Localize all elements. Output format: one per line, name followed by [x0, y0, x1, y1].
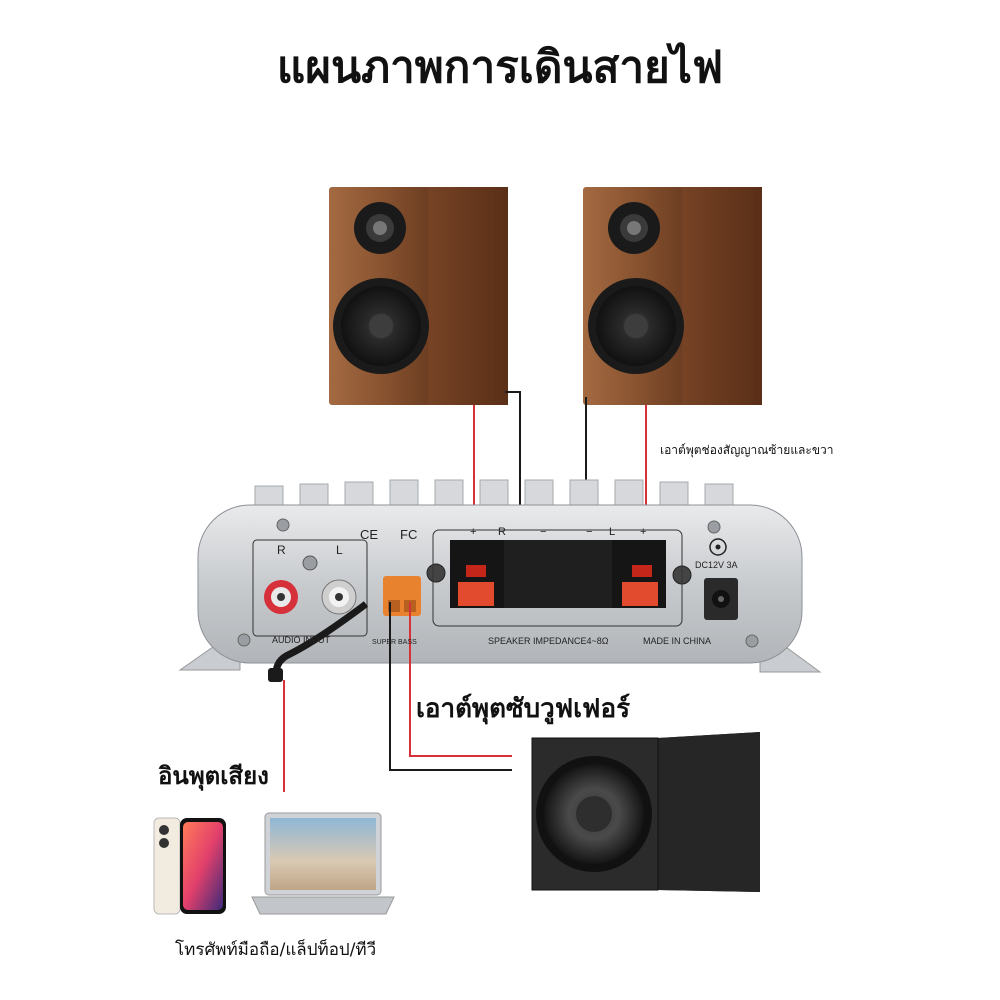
terminal-l-minus: − — [586, 526, 592, 538]
rca-label-r: R — [277, 543, 286, 557]
subwoofer-output-label: เอาต์พุตซับวูฟเฟอร์ — [416, 694, 631, 724]
super-bass-label: SUPER BASS — [372, 639, 417, 646]
right-bookshelf-speaker — [583, 187, 762, 405]
smartphone — [153, 817, 226, 915]
terminal-l-label: L — [609, 526, 615, 538]
diagram-title: แผนภาพการเดินสายไฟ — [276, 42, 724, 93]
ce-mark: CE — [360, 527, 378, 542]
subwoofer — [531, 732, 760, 892]
terminal-r-label: R — [498, 526, 506, 538]
fc-mark: FC — [400, 527, 417, 542]
speaker-output-label: เอาต์พุตช่องสัญญาณซ้ายและขวา — [660, 443, 834, 457]
left-bookshelf-speaker — [329, 187, 508, 405]
rca-label-l: L — [336, 543, 343, 557]
dc-spec-label: DC12V 3A — [695, 560, 738, 570]
audio-input-label-thai: อินพุตเสียง — [158, 762, 269, 790]
audio-input-label: AUDIO INPUT — [272, 635, 331, 645]
terminal-r-minus: − — [540, 526, 546, 538]
terminal-r-plus: + — [470, 526, 476, 538]
made-in-label: MADE IN CHINA — [643, 636, 711, 646]
devices-label: โทรศัพท์มือถือ/แล็ปท็อป/ทีวี — [175, 940, 377, 960]
speaker-impedance-label: SPEAKER IMPEDANCE4~8Ω — [488, 636, 609, 646]
terminal-l-plus: + — [640, 526, 646, 538]
laptop — [251, 812, 395, 915]
amplifier — [178, 479, 822, 682]
subwoofer-wires — [389, 602, 512, 771]
